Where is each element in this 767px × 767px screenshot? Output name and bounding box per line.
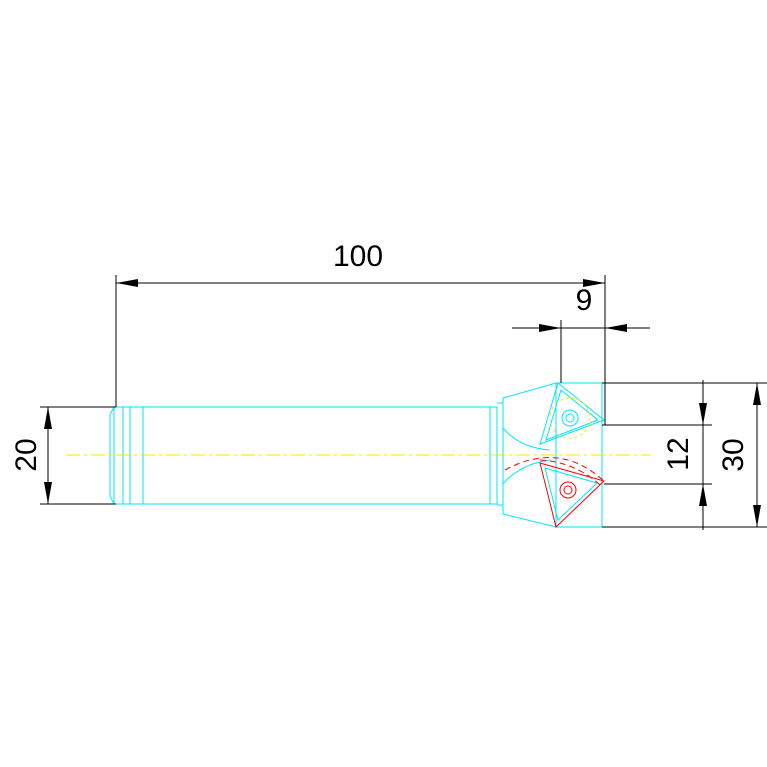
dim-overall-length-label: 100 — [333, 240, 383, 273]
lower-insert — [504, 457, 606, 528]
dim-shank-diameter-label: 20 — [10, 438, 43, 471]
dim-insert-offset-label: 9 — [576, 284, 593, 317]
dim-insert-offset: 9 — [512, 284, 650, 383]
dim-insert-spacing: 12 — [602, 380, 712, 530]
dim-shank-diameter: 20 — [10, 406, 116, 505]
dim-insert-spacing-label: 12 — [662, 437, 695, 470]
upper-insert — [539, 382, 605, 445]
dim-head-diameter-label: 30 — [717, 438, 750, 471]
dim-overall-length: 100 — [115, 240, 606, 425]
dim-head-diameter: 30 — [602, 382, 767, 528]
